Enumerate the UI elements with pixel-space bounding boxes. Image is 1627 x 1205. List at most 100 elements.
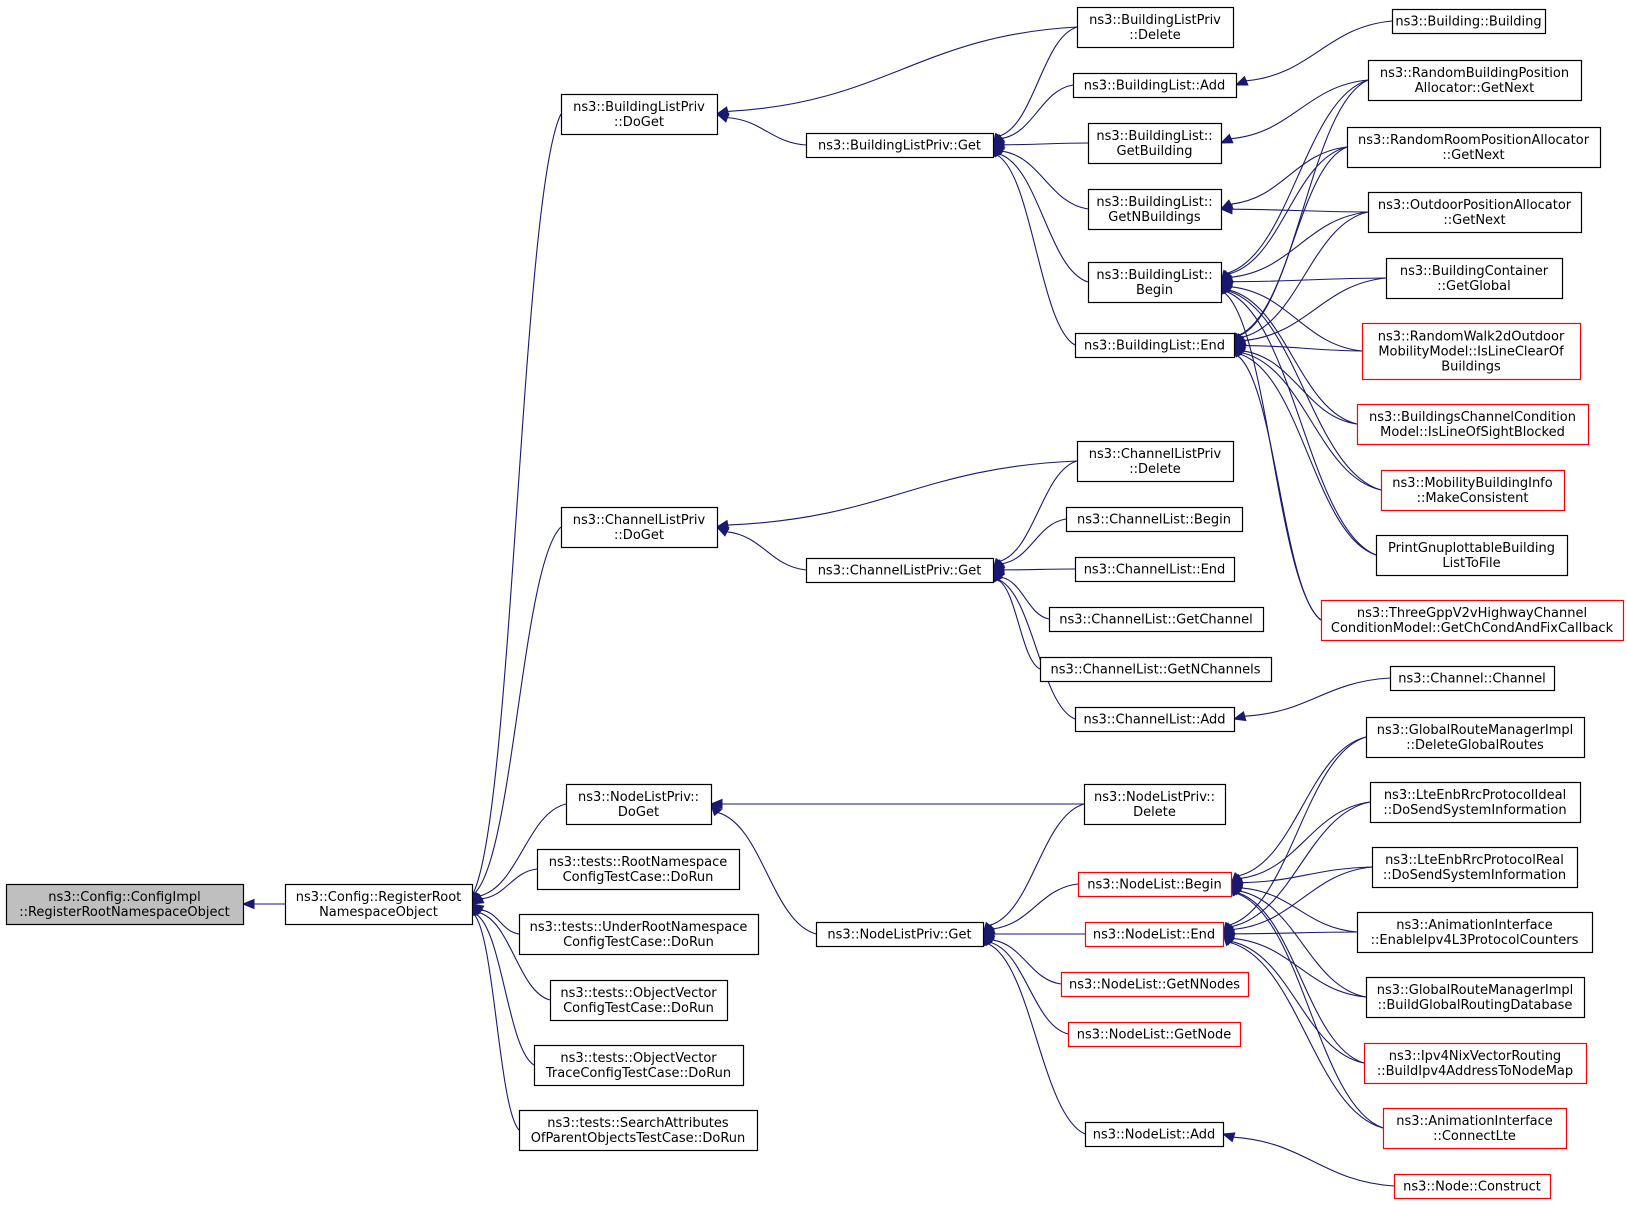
node-box — [1076, 440, 1235, 483]
node-label-line: ns3::ChannelList::Add — [1083, 713, 1225, 728]
node-mbi[interactable]: ns3::MobilityBuildingInfo::MakeConsisten… — [1380, 469, 1566, 512]
node-lte_ideal[interactable]: ns3::LteEnbRrcProtocolIdeal::DoSendSyste… — [1369, 781, 1582, 824]
edge-line — [997, 579, 1041, 670]
edge-nlp_get-nlp_delete — [982, 803, 1085, 936]
node-reg[interactable]: ns3::Config::RegisterRootNamespaceObject — [284, 883, 474, 926]
edge-line — [473, 914, 520, 1131]
node-bl_getn[interactable]: ns3::BuildingList::GetNBuildings — [1087, 188, 1223, 231]
node-label-line: ::GetGlobal — [1437, 279, 1510, 294]
edge-line — [1231, 208, 1369, 213]
edge-nl_begin-nix — [1230, 882, 1365, 1064]
edge-blp_get-bl_getb — [991, 139, 1089, 151]
node-grm_build[interactable]: ns3::GlobalRouteManagerImpl::BuildGlobal… — [1365, 976, 1586, 1019]
edge-line — [987, 943, 1086, 1135]
edge-line — [472, 113, 562, 894]
node-box — [805, 557, 995, 584]
node-box — [1363, 1042, 1588, 1085]
edge-nlp_get-nl_getn — [981, 933, 1062, 985]
node-label-line: OfParentObjectsTestCase::DoRun — [531, 1131, 746, 1146]
node-building[interactable]: ns3::Building::Building — [1391, 8, 1547, 35]
node-label-line: ::Delete — [1129, 462, 1180, 477]
node-nl_getn[interactable]: ns3::NodeList::GetNNodes — [1060, 971, 1250, 998]
node-anim_ipv4[interactable]: ns3::AnimationInterface::EnableIpv4L3Pro… — [1356, 911, 1594, 954]
node-label-line: ::DoSendSystemInformation — [1383, 868, 1566, 883]
node-lte_real[interactable]: ns3::LteEnbRrcProtocolReal::DoSendSystem… — [1371, 846, 1579, 889]
node-channel[interactable]: ns3::Channel::Channel — [1389, 665, 1556, 692]
edge-line — [1230, 286, 1363, 352]
node-clp_delete[interactable]: ns3::ChannelListPriv::Delete — [1076, 440, 1235, 483]
node-rw2d[interactable]: ns3::RandomWalk2dOutdoorMobilityModel::I… — [1361, 322, 1582, 381]
edge-line — [1001, 84, 1074, 139]
edge-clp_get-cl_begin — [991, 518, 1067, 571]
edge-line — [1244, 344, 1363, 352]
edge-arrowhead — [1232, 711, 1247, 722]
node-nl_end[interactable]: ns3::NodeList::End — [1084, 921, 1225, 948]
node-label-line: ListToFile — [1442, 556, 1500, 571]
node-cl_end[interactable]: ns3::ChannelList::End — [1074, 556, 1236, 583]
node-box — [1369, 781, 1582, 824]
edge-line — [1002, 150, 1089, 210]
node-cl_add[interactable]: ns3::ChannelList::Add — [1074, 706, 1236, 733]
edge-line — [1229, 941, 1384, 1129]
node-nlp_delete[interactable]: ns3::NodeListPriv::Delete — [1083, 783, 1227, 826]
node-label-line: TraceConfigTestCase::DoRun — [545, 1066, 731, 1081]
node-box — [1367, 59, 1583, 102]
node-t_search[interactable]: ns3::tests::SearchAttributesOfParentObje… — [518, 1109, 759, 1152]
node-cl_getn[interactable]: ns3::ChannelList::GetNChannels — [1039, 656, 1273, 683]
node-nix[interactable]: ns3::Ipv4NixVectorRouting::BuildIpv4Addr… — [1363, 1042, 1588, 1085]
node-bl_getb[interactable]: ns3::BuildingList::GetBuilding — [1087, 122, 1223, 165]
node-tgpp[interactable]: ns3::ThreeGppV2vHighwayChannelConditionM… — [1320, 599, 1625, 642]
node-blp_get[interactable]: ns3::BuildingListPriv::Get — [805, 132, 995, 159]
edge-nlp_get-nl_begin — [981, 883, 1079, 935]
node-box — [1072, 72, 1238, 99]
node-box — [1320, 599, 1625, 642]
node-anim_lte[interactable]: ns3::AnimationInterface::ConnectLte — [1382, 1107, 1568, 1150]
edge-line — [1246, 20, 1393, 82]
node-label-line: ns3::BuildingListPriv — [573, 100, 705, 115]
node-label-line: ns3::ThreeGppV2vHighwayChannel — [1357, 606, 1587, 621]
node-clp_doget[interactable]: ns3::ChannelListPriv::DoGet — [560, 506, 719, 549]
node-opa[interactable]: ns3::OutdoorPositionAllocator::GetNext — [1367, 191, 1583, 234]
edge-line — [989, 941, 1069, 1035]
node-nlp_get[interactable]: ns3::NodeListPriv::Get — [815, 921, 985, 948]
node-label-line: ::DoGet — [614, 115, 664, 130]
node-clp_get[interactable]: ns3::ChannelListPriv::Get — [805, 557, 995, 584]
node-bl_add[interactable]: ns3::BuildingList::Add — [1072, 72, 1238, 99]
edge-clp_doget-clp_get — [715, 526, 807, 571]
node-blp_delete[interactable]: ns3::BuildingListPriv::Delete — [1076, 6, 1235, 49]
node-blp_doget[interactable]: ns3::BuildingListPriv::DoGet — [560, 93, 719, 136]
node-node_construct[interactable]: ns3::Node::Construct — [1393, 1173, 1552, 1200]
node-nl_add[interactable]: ns3::NodeList::Add — [1084, 1121, 1225, 1148]
edge-line — [481, 868, 538, 900]
node-bl_end[interactable]: ns3::BuildingList::End — [1074, 332, 1236, 359]
node-label-line: PrintGnuplottableBuilding — [1388, 541, 1555, 556]
node-bl_begin[interactable]: ns3::BuildingList::Begin — [1087, 261, 1223, 304]
node-nl_begin[interactable]: ns3::NodeList::Begin — [1077, 871, 1233, 898]
node-cl_begin[interactable]: ns3::ChannelList::Begin — [1065, 506, 1244, 533]
node-t_ovt[interactable]: ns3::tests::ObjectVectorTraceConfigTestC… — [533, 1044, 745, 1087]
node-rbpa[interactable]: ns3::RandomBuildingPositionAllocator::Ge… — [1367, 59, 1583, 102]
node-nlp_doget[interactable]: ns3::NodeListPriv::DoGet — [565, 783, 713, 826]
edge-cl_add-channel — [1232, 677, 1391, 722]
node-bccm[interactable]: ns3::BuildingsChannelConditionModel::IsL… — [1356, 403, 1590, 446]
node-box — [1346, 126, 1602, 169]
edge-line — [1233, 1136, 1395, 1187]
node-label-line: ::DeleteGlobalRoutes — [1406, 738, 1544, 753]
node-bcont[interactable]: ns3::BuildingContainer::GetGlobal — [1385, 257, 1564, 300]
node-t_under[interactable]: ns3::tests::UnderRootNamespaceConfigTest… — [518, 913, 760, 956]
node-t_ov[interactable]: ns3::tests::ObjectVectorConfigTestCase::… — [549, 979, 729, 1022]
node-grm_del[interactable]: ns3::GlobalRouteManagerImpl::DeleteGloba… — [1365, 716, 1586, 759]
edge-arrowhead — [1219, 203, 1233, 215]
node-root[interactable]: ns3::Config::ConfigImpl::RegisterRootNam… — [5, 883, 245, 926]
node-nl_getnode[interactable]: ns3::NodeList::GetNode — [1067, 1021, 1242, 1048]
node-label-line: GetNBuildings — [1108, 210, 1201, 225]
node-label-line: ns3::Node::Construct — [1403, 1180, 1541, 1195]
node-label-line: ns3::BuildingList:: — [1096, 195, 1212, 210]
node-cl_getc[interactable]: ns3::ChannelList::GetChannel — [1048, 606, 1265, 633]
node-t_root[interactable]: ns3::tests::RootNamespaceConfigTestCase:… — [536, 848, 741, 891]
node-rrpa[interactable]: ns3::RandomRoomPositionAllocator::GetNex… — [1346, 126, 1602, 169]
node-label-line: ns3::OutdoorPositionAllocator — [1378, 198, 1572, 213]
edge-line — [717, 812, 817, 935]
edge-arrowhead — [241, 898, 255, 910]
